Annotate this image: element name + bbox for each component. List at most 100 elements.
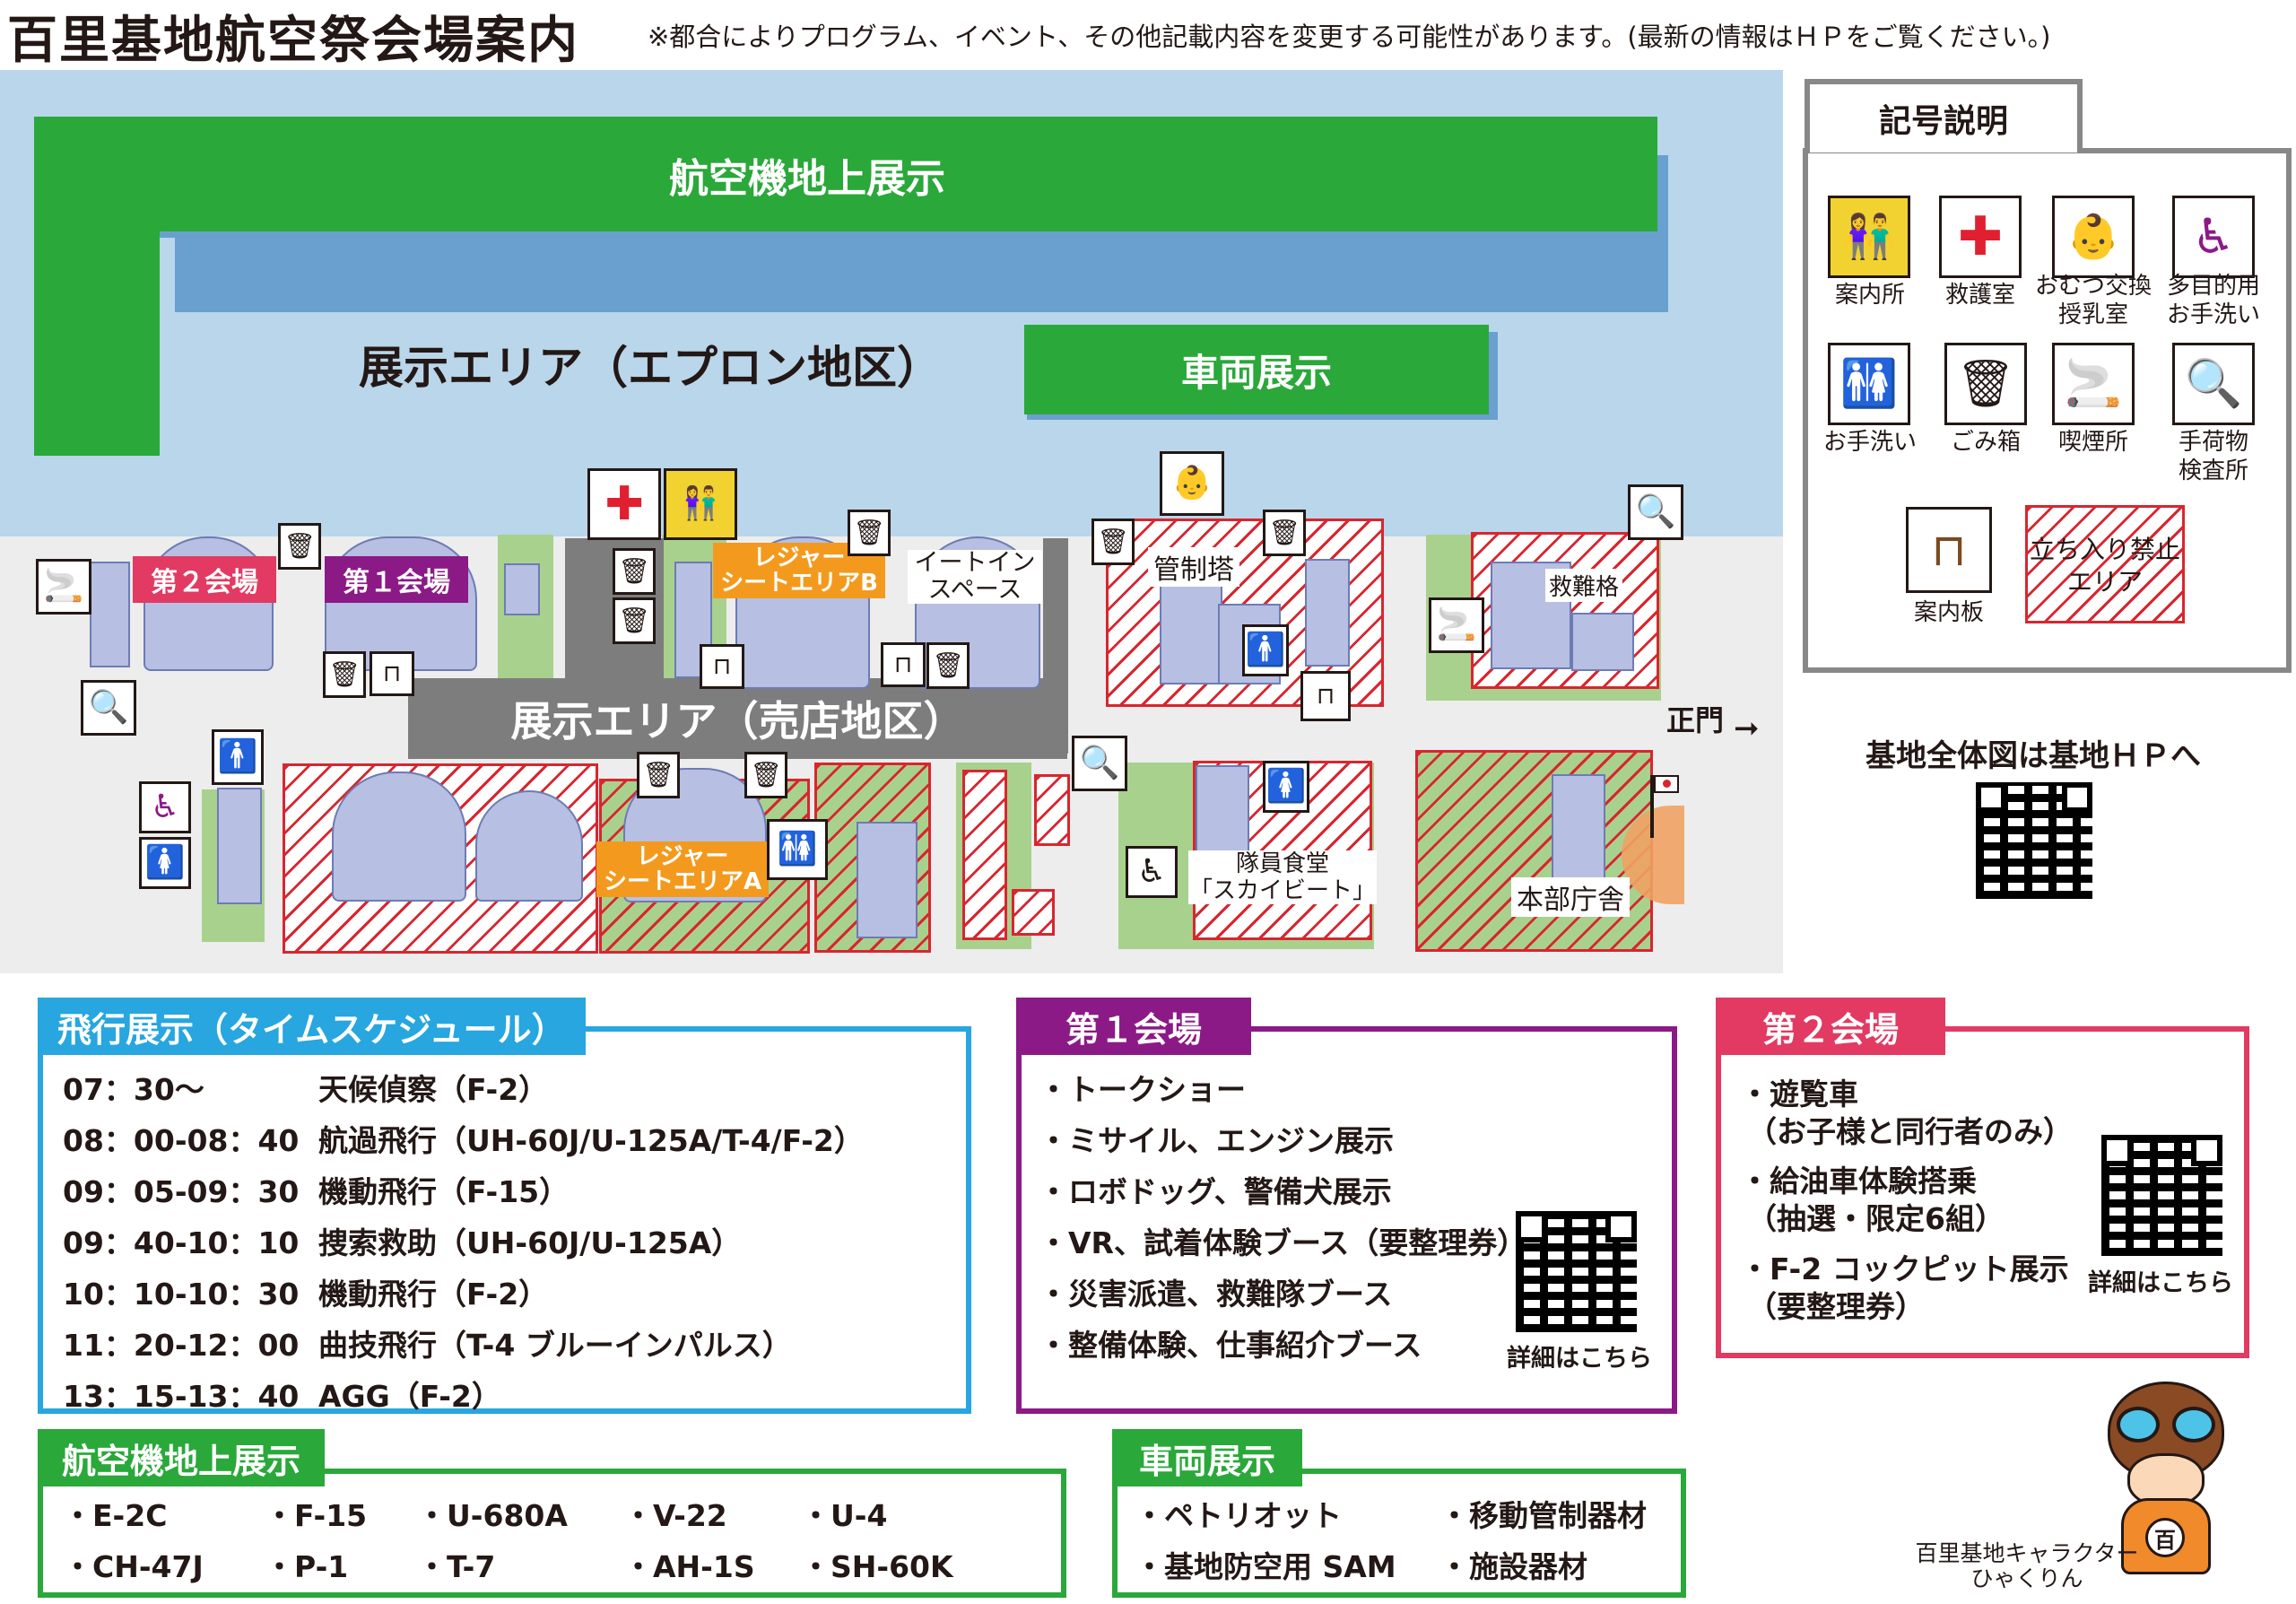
apron-area-label: 展示エリア（エプロン地区）	[359, 342, 942, 394]
venue2-item: （要整理券）	[1747, 1289, 1925, 1324]
information-icon[interactable]: 👫	[664, 468, 737, 540]
signboard-icon[interactable]: ⊓	[1300, 671, 1351, 721]
aircraft-item: ・F-15	[265, 1498, 368, 1533]
aircraft-display-panel-title: 航空機地上展示	[38, 1429, 325, 1486]
trash-icon[interactable]: 🗑	[323, 651, 366, 698]
baby-care-icon: 👶	[2052, 196, 2135, 278]
legend-label: ごみ箱	[1950, 429, 2021, 456]
venue2-qr-caption: 詳細はこちら	[2088, 1269, 2233, 1297]
signboard-icon[interactable]: ⊓	[700, 644, 744, 689]
venue1-panel-title: 第１会場	[1016, 998, 1251, 1055]
smoking-icon: 🚬	[2052, 343, 2135, 425]
schedule-time: 09：05-09：30	[63, 1174, 300, 1209]
venue1-item: ・トークショー	[1039, 1072, 1246, 1107]
aircraft-item: ・U-680A	[417, 1498, 568, 1533]
smoking-icon[interactable]: 🚬	[36, 559, 91, 615]
legend-label: 喫煙所	[2057, 429, 2128, 456]
aircraft-item: ・E-2C	[63, 1498, 168, 1533]
trash-icon[interactable]: 🗑	[1263, 510, 1306, 556]
signboard-icon: ⊓	[1906, 507, 1992, 593]
venue1-label[interactable]: 第１会場	[325, 556, 468, 603]
venue1-item: ・整備体験、仕事紹介ブース	[1039, 1328, 1422, 1363]
venue1-item: ・ミサイル、エンジン展示	[1039, 1123, 1394, 1158]
venue2-panel-title: 第２会場	[1716, 998, 1945, 1055]
restroom-icon[interactable]: 🚹	[1242, 624, 1289, 676]
venue2-label[interactable]: 第２会場	[133, 556, 276, 603]
schedule-event: 航過飛行（UH-60J/U-125A/T-4/F-2）	[318, 1123, 864, 1158]
eat-in-space-label: イートイン スペース	[908, 550, 1042, 604]
first-aid-icon[interactable]: ✚	[587, 468, 661, 540]
information-icon: 👫	[1828, 196, 1910, 278]
legend-label: 立ち入り禁止 エリア	[2029, 535, 2180, 597]
vehicle-display-area: 車両展示	[1024, 325, 1489, 414]
venue2-qr-code[interactable]	[2101, 1135, 2222, 1256]
trash-icon[interactable]: 🗑	[926, 642, 970, 689]
legend-label: おむつ交換 授乳室	[2034, 273, 2152, 328]
baby-care-icon[interactable]: 👶	[1160, 451, 1224, 516]
base-map-qr-code[interactable]	[1976, 782, 2092, 899]
trash-icon[interactable]: 🗑	[744, 752, 787, 798]
legend-label: 手荷物 検査所	[2178, 429, 2248, 484]
venue1-qr-code[interactable]	[1516, 1211, 1637, 1332]
venue2-item: ・給油車体験搭乗	[1740, 1164, 1977, 1199]
mascot-goggles	[2117, 1407, 2215, 1443]
trash-icon[interactable]: 🗑	[613, 548, 656, 595]
legend-label: 案内板	[1913, 599, 1984, 626]
restroom-icon[interactable]: 🚻	[767, 819, 828, 880]
schedule-event: 機動飛行（F-15）	[318, 1174, 570, 1209]
mascot-badge: 百	[2145, 1518, 2185, 1557]
aircraft-item: ・V-22	[623, 1498, 727, 1533]
no-entry-area-icon	[2025, 505, 2185, 623]
flight-schedule-title: 飛行展示（タイムスケジュール）	[38, 998, 586, 1055]
vehicle-item: ・施設器材	[1439, 1549, 1587, 1584]
restroom-icon[interactable]: 🚺	[139, 837, 191, 889]
schedule-event: 曲技飛行（T-4 ブルーインパルス）	[318, 1328, 792, 1363]
venue2-item: ・遊覧車	[1740, 1077, 1858, 1111]
schedule-event: 機動飛行（F-2）	[318, 1277, 549, 1312]
restroom-icon: 🚻	[1828, 343, 1910, 425]
base-map-link-text: 基地全体図は基地ＨＰへ	[1866, 738, 2201, 774]
schedule-time: 13：15-13：40	[63, 1379, 300, 1414]
legend-label: 案内所	[1834, 282, 1905, 309]
control-tower-label: 管制塔	[1148, 547, 1239, 587]
venue1-item: ・VR、試着体験ブース（要整理券）	[1039, 1225, 1527, 1260]
aircraft-item: ・T-7	[417, 1549, 496, 1584]
schedule-time: 10：10-10：30	[63, 1277, 300, 1312]
accessible-toilet-icon: ♿	[2172, 196, 2255, 278]
trash-icon[interactable]: 🗑	[848, 510, 891, 556]
trash-icon[interactable]: 🗑	[613, 597, 656, 644]
accessible-toilet-icon[interactable]: ♿	[139, 781, 191, 833]
venue2-item: （抽選・限定6組）	[1747, 1201, 2005, 1236]
venue2-item: （お子様と同行者のみ）	[1747, 1114, 2073, 1149]
schedule-time: 07：30～	[63, 1072, 204, 1107]
hq-zone	[1415, 750, 1653, 952]
schedule-event: 天候偵察（F-2）	[318, 1072, 549, 1107]
shop-area: 展示エリア（売店地区）	[408, 678, 1067, 759]
restroom-icon[interactable]: 🚹	[212, 729, 264, 785]
accessible-toilet-icon[interactable]: ♿	[1126, 846, 1178, 898]
trash-icon[interactable]: 🗑	[637, 752, 680, 798]
legend-label: お手洗い	[1822, 429, 1917, 456]
vehicle-display-panel	[1112, 1469, 1686, 1598]
signboard-icon[interactable]: ⊓	[881, 642, 926, 687]
baggage-check-icon[interactable]: 🔍	[81, 680, 136, 736]
vehicle-item: ・移動管制器材	[1439, 1498, 1647, 1533]
trash-icon: 🗑	[1944, 343, 2027, 425]
baggage-check-icon[interactable]: 🔍	[1072, 736, 1127, 791]
first-aid-icon: ✚	[1939, 196, 2022, 278]
aircraft-item: ・AH-1S	[623, 1549, 755, 1584]
baggage-check-icon[interactable]: 🔍	[1628, 484, 1683, 540]
legend-title: 記号説明	[1805, 79, 2083, 153]
trash-icon[interactable]: 🗑	[278, 523, 321, 570]
signboard-icon[interactable]: ⊓	[370, 651, 414, 696]
smoking-icon[interactable]: 🚬	[1429, 597, 1484, 653]
trash-icon[interactable]: 🗑	[1091, 519, 1135, 565]
aircraft-item: ・P-1	[265, 1549, 349, 1584]
leisure-seat-area-a[interactable]: レジャー シートエリアA	[596, 841, 769, 897]
schedule-event: AGG（F-2）	[318, 1379, 501, 1414]
restroom-icon[interactable]: 🚺	[1263, 761, 1309, 813]
mascot-caption: 百里基地キャラクター ひゃくりん	[1915, 1540, 2139, 1591]
main-gate-label: 正門	[1666, 703, 1725, 737]
hq-label: 本部庁舎	[1511, 877, 1630, 917]
vehicle-item: ・ペトリオット	[1135, 1498, 1342, 1533]
